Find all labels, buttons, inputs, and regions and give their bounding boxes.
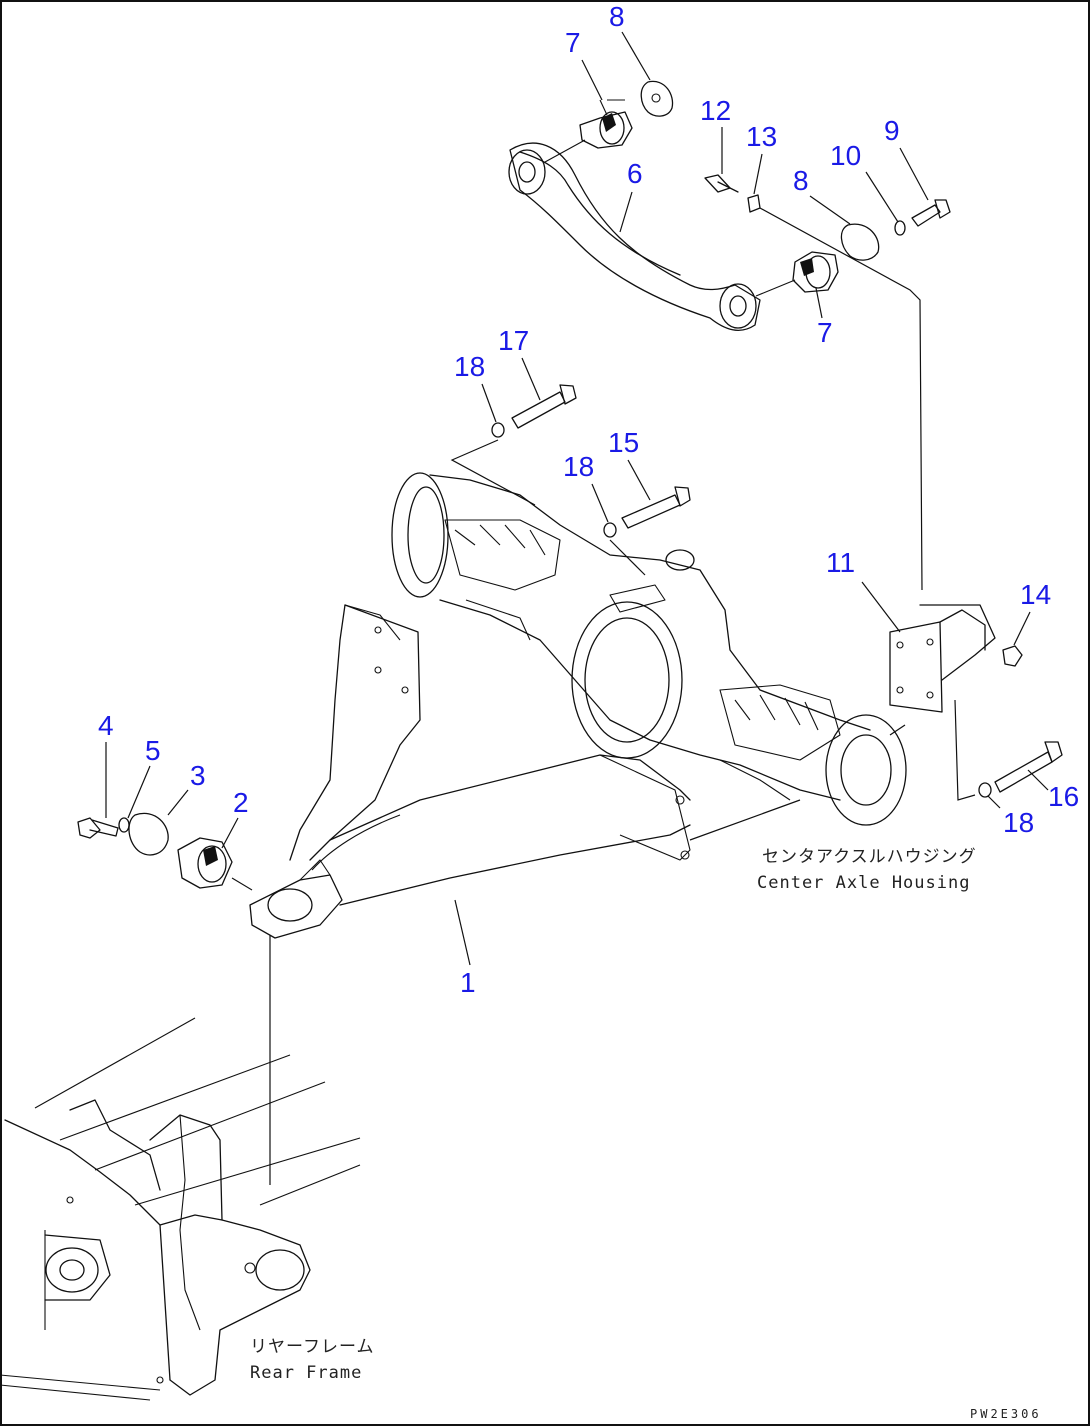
callout-14: 14 xyxy=(1020,579,1051,610)
leader-callout-1 xyxy=(454,899,471,966)
leader-11-axle xyxy=(889,724,906,736)
leader-callout-7-lower xyxy=(815,287,823,319)
leader-callout-3 xyxy=(167,789,189,816)
washer-13 xyxy=(747,194,761,213)
callout-6: 6 xyxy=(627,158,643,189)
callout-7-lower: 7 xyxy=(817,317,833,348)
leader-callout-5 xyxy=(127,765,151,819)
washer-5 xyxy=(118,817,130,833)
axle-housing-label-en: Center Axle Housing xyxy=(757,873,970,893)
rear-frame xyxy=(0,1017,361,1401)
leader-callout-18-right xyxy=(987,795,1001,809)
drawing-code: PW2E306 xyxy=(970,1407,1042,1421)
washer-18c xyxy=(978,782,992,798)
leader-callout-6 xyxy=(619,191,633,233)
bushing-lower xyxy=(792,251,839,293)
callout-9: 9 xyxy=(884,115,900,146)
callout-4: 4 xyxy=(98,710,114,741)
leader-callout-18-middle xyxy=(591,483,609,523)
bolt-15 xyxy=(621,486,691,529)
leader-callout-9 xyxy=(899,147,929,201)
leader-13-11 xyxy=(759,207,923,591)
callout-8-upper: 8 xyxy=(609,1,625,32)
callout-11: 11 xyxy=(826,547,855,578)
washer-18b xyxy=(603,522,617,538)
bushing-2 xyxy=(177,837,253,891)
callout-3: 3 xyxy=(190,760,206,791)
bolt-4 xyxy=(77,817,119,839)
leader-17 xyxy=(450,439,536,506)
leader-callout-2 xyxy=(221,817,239,849)
bolt-12 xyxy=(704,174,739,193)
callout-10: 10 xyxy=(830,140,861,171)
a-frame xyxy=(249,604,691,939)
axle-housing xyxy=(391,472,907,826)
leader-16 xyxy=(954,699,976,801)
leader-callout-10 xyxy=(865,171,899,223)
leader-callout-8-upper xyxy=(621,31,651,81)
callout-5: 5 xyxy=(145,735,161,766)
nut-14 xyxy=(1002,645,1023,667)
callout-12: 12 xyxy=(700,95,731,126)
bolt-17 xyxy=(511,384,577,429)
leader-callout-18-top xyxy=(481,383,497,423)
leader-callout-11 xyxy=(861,581,901,633)
callout-18-top: 18 xyxy=(454,351,485,382)
callout-8-lower: 8 xyxy=(793,165,809,196)
leader-1-axle xyxy=(689,799,801,841)
torque-rod xyxy=(508,139,796,331)
callout-16: 16 xyxy=(1048,781,1079,812)
leader-15 xyxy=(609,539,646,576)
leader-callout-15 xyxy=(627,459,651,501)
washer-18a xyxy=(491,422,505,438)
bolt-9 xyxy=(911,199,951,227)
leader-callout-7-upper xyxy=(581,59,603,101)
callout-13: 13 xyxy=(746,121,777,152)
bushing-upper xyxy=(579,99,633,149)
callout-15: 15 xyxy=(608,427,639,458)
bracket-11 xyxy=(889,604,996,713)
leader-callout-17 xyxy=(521,357,541,401)
plate-lower xyxy=(840,223,880,261)
callout-17: 17 xyxy=(498,325,529,356)
plate-3 xyxy=(128,812,169,856)
rear-frame-label-en: Rear Frame xyxy=(250,1363,362,1383)
plate-upper xyxy=(640,80,674,117)
leader-callout-14 xyxy=(1013,611,1031,646)
leader-callout-16 xyxy=(1027,769,1049,791)
callout-18-middle: 18 xyxy=(563,451,594,482)
leader-callout-8-lower xyxy=(809,195,851,225)
rear-frame-label-jp: リヤーフレーム xyxy=(250,1337,374,1357)
bolt-16 xyxy=(994,741,1063,793)
callout-18-right: 18 xyxy=(1003,807,1034,838)
callout-7-upper: 7 xyxy=(565,27,581,58)
callout-2: 2 xyxy=(233,787,249,818)
leader-callout-13 xyxy=(753,153,763,195)
axle-housing-label-jp: センタアクスルハウジング xyxy=(762,847,977,867)
washer-10 xyxy=(894,220,906,236)
callout-1: 1 xyxy=(460,967,476,998)
